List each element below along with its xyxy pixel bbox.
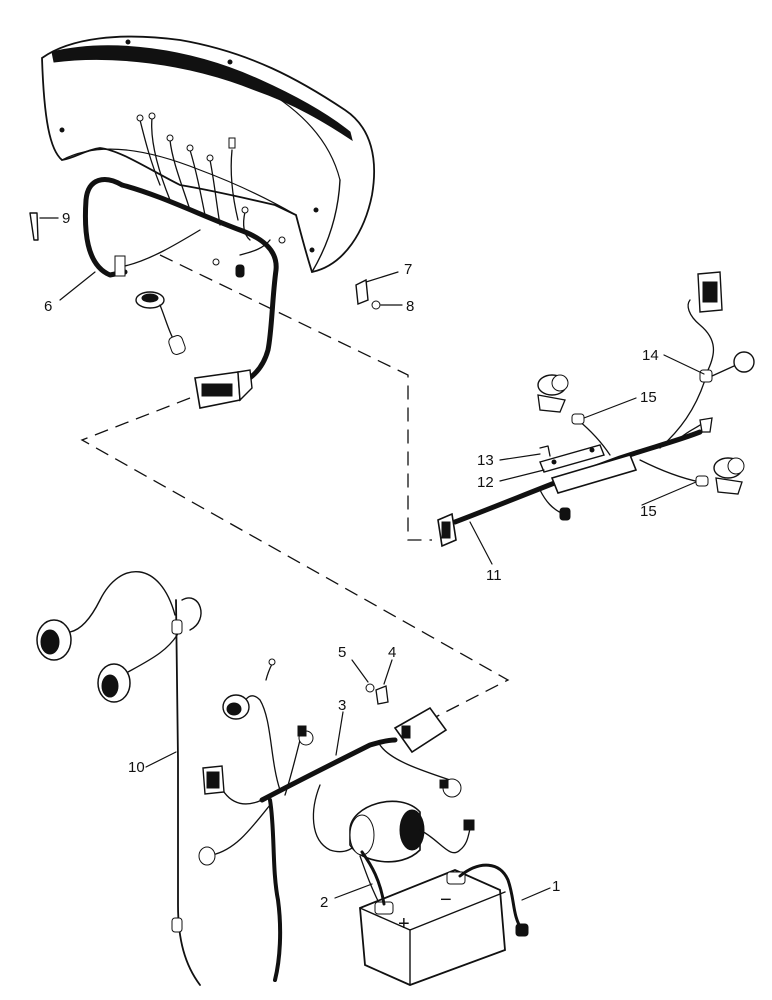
callout-leaders: [59, 271, 705, 901]
headlamp-harness: [36, 571, 202, 986]
instrument-panel-housing: [41, 35, 375, 274]
battery-plus-symbol: +: [398, 913, 410, 935]
battery: + −: [359, 850, 529, 986]
assembly-guide-lines: [80, 254, 510, 726]
callout-4: 4: [388, 644, 396, 661]
bracket-part-7: [355, 271, 399, 305]
callout-labels: 1 2 3 4 5 6 7 8 9 10 11 12 13 14 15 15: [44, 210, 659, 911]
callout-7: 7: [404, 261, 412, 278]
main-wiring-harness: [198, 658, 462, 982]
dashboard-wiring-harness: [82, 112, 286, 409]
pin-part-9: [29, 212, 59, 241]
callout-9: 9: [62, 210, 70, 227]
callout-2: 2: [320, 894, 328, 911]
rear-lighting-harness: [437, 271, 755, 548]
callout-10: 10: [128, 759, 145, 776]
callout-5: 5: [338, 644, 346, 661]
callout-1: 1: [552, 878, 560, 895]
callout-11: 11: [486, 567, 502, 584]
callout-8: 8: [406, 298, 414, 315]
battery-minus-symbol: −: [440, 889, 452, 911]
callout-15-upper: 15: [640, 389, 657, 406]
callout-6: 6: [44, 298, 52, 315]
callout-15-lower: 15: [640, 503, 657, 520]
screw-part-8: [371, 300, 403, 310]
callout-12: 12: [477, 474, 494, 491]
callout-3: 3: [338, 697, 346, 714]
callout-13: 13: [477, 452, 494, 469]
callout-14: 14: [642, 347, 659, 364]
starter-solenoid: [349, 800, 475, 906]
